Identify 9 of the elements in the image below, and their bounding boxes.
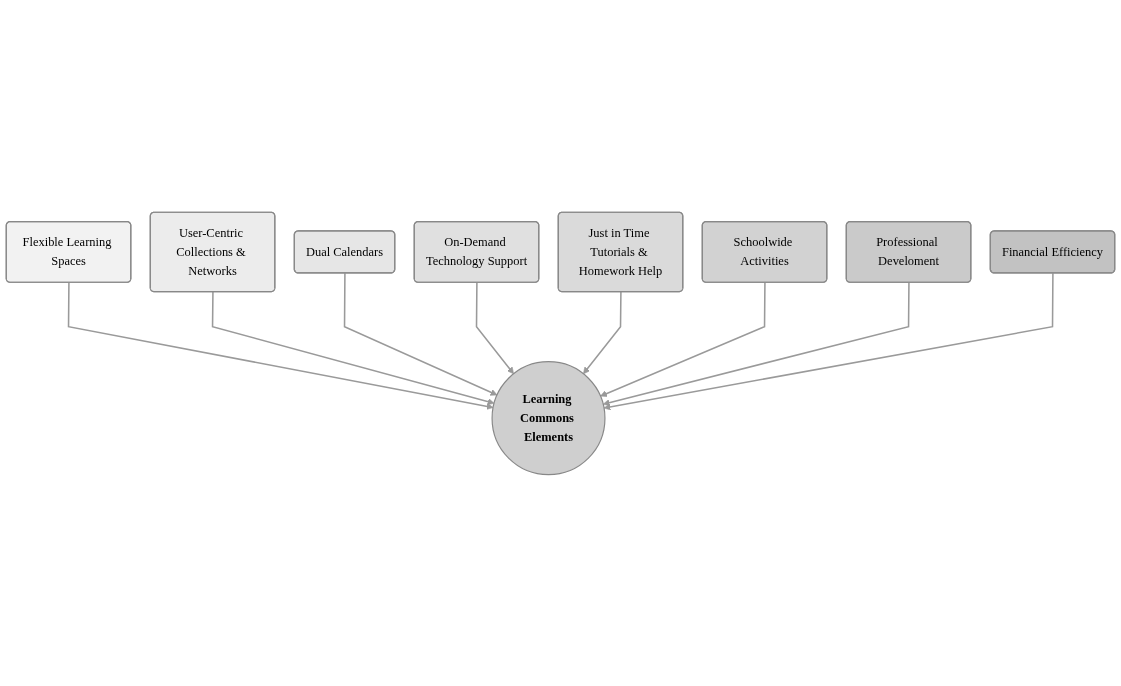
- arrow: [583, 290, 622, 374]
- arrow: [67, 281, 494, 410]
- node-circle: Learning Commons Elements: [491, 360, 606, 475]
- arrow: [603, 272, 1054, 410]
- arrow: [602, 281, 910, 406]
- arrow: [211, 290, 495, 405]
- arrow: [600, 281, 766, 397]
- arrow: [343, 272, 498, 396]
- arrow: [475, 281, 514, 374]
